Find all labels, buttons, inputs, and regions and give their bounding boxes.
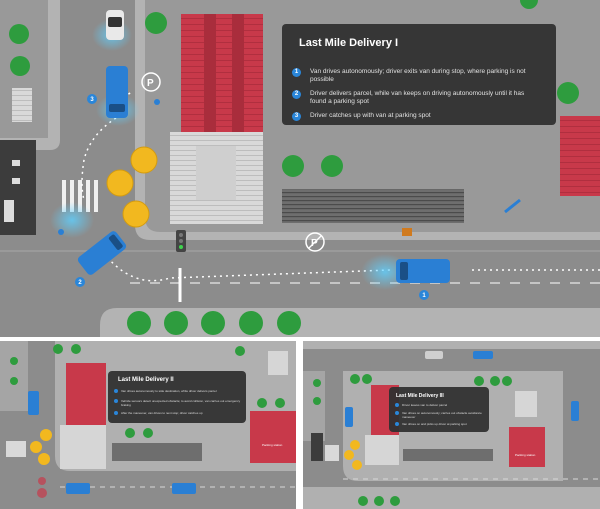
step-text: Van drives on autonomously; carries out … [402, 411, 482, 419]
cafe-umbrellas [106, 146, 158, 228]
building-red-right [560, 116, 600, 196]
info-panel: Last Mile Delivery II Van drives autonom… [108, 371, 246, 423]
info-panel: Last Mile Delivery III Driver leaves van… [389, 387, 489, 432]
step-text: After the maneuver, van drives to next s… [121, 411, 203, 415]
step-text: Van drives autonomously; driver exits va… [310, 68, 526, 83]
step-dot [395, 411, 399, 415]
step-dot [114, 411, 118, 415]
zebra-crossing [62, 180, 98, 212]
step-dot [395, 422, 399, 426]
delivery-van [77, 231, 127, 275]
sidewalk-bottom [100, 308, 600, 337]
main-scene: P P 1 [0, 0, 600, 337]
step-marker-1 [419, 290, 429, 300]
building-red-roof [66, 363, 106, 425]
step-marker-3 [87, 94, 97, 104]
delivery-van [396, 259, 450, 283]
panel-title: Last Mile Delivery I [299, 37, 399, 49]
delivery-van [28, 391, 39, 415]
step-text: Van drives on and picks up driver at par… [402, 422, 467, 426]
step-marker-2-label: 2 [78, 280, 82, 286]
step-text: Vehicle sensors detect unexpected obstac… [121, 399, 241, 407]
svg-text:P: P [147, 78, 154, 89]
building-grey-roof [365, 435, 399, 465]
thumb2-map [0, 341, 296, 509]
step-dot [114, 399, 118, 403]
delivery-van [66, 483, 90, 494]
delivery-van [345, 407, 353, 427]
svg-text:P: P [311, 238, 318, 249]
building-grey-roof [60, 425, 106, 469]
scene-thumbnail-2[interactable]: Last Mile Delivery II Van drives autonom… [0, 341, 296, 509]
packing-station-building [250, 411, 296, 463]
packing-station-label: Packing station [262, 443, 283, 447]
parcel-courier [402, 228, 412, 236]
scene-thumbnail-3[interactable]: Last Mile Delivery III Driver leaves van… [303, 341, 600, 509]
step-dot [395, 403, 399, 407]
step-number: 1 [292, 68, 301, 77]
route-path [81, 91, 600, 282]
parking-sign-icon [141, 72, 161, 92]
step-text: Driver delivers parcel, while van keeps … [310, 90, 525, 105]
step-text: Driver catches up with van at parking sp… [310, 112, 431, 119]
trees [9, 0, 579, 335]
rooftop-vent [12, 88, 32, 122]
parking-bays [112, 443, 202, 461]
parking-bays [403, 449, 493, 461]
step-number: 3 [292, 112, 301, 121]
courier-person [154, 99, 160, 105]
cyclist [504, 198, 521, 214]
step-dot [114, 389, 118, 393]
no-parking-sign-icon [305, 232, 325, 252]
delivery-van [571, 401, 579, 421]
delivery-van [473, 351, 493, 359]
step-marker-2 [75, 277, 85, 287]
step-marker-3-label: 3 [90, 97, 94, 103]
delivery-van [172, 483, 196, 494]
sensor-beam [50, 202, 94, 238]
info-panel: Last Mile Delivery I 1 Van drives autono… [282, 24, 556, 125]
panel-title: Last Mile Delivery III [396, 393, 444, 399]
step-number: 2 [292, 90, 301, 99]
parking-bays [282, 189, 464, 223]
packing-station-building [509, 427, 545, 467]
step-marker-1-label: 1 [422, 293, 426, 299]
panel-title: Last Mile Delivery II [118, 377, 174, 383]
step-text: Driver leaves van to deliver parcel [402, 403, 448, 407]
building-red-roof [181, 14, 263, 132]
courier-person [58, 229, 64, 235]
step-text: Van drives autonomously to side destinat… [121, 389, 217, 393]
packing-station-label: Packing station [515, 453, 536, 457]
